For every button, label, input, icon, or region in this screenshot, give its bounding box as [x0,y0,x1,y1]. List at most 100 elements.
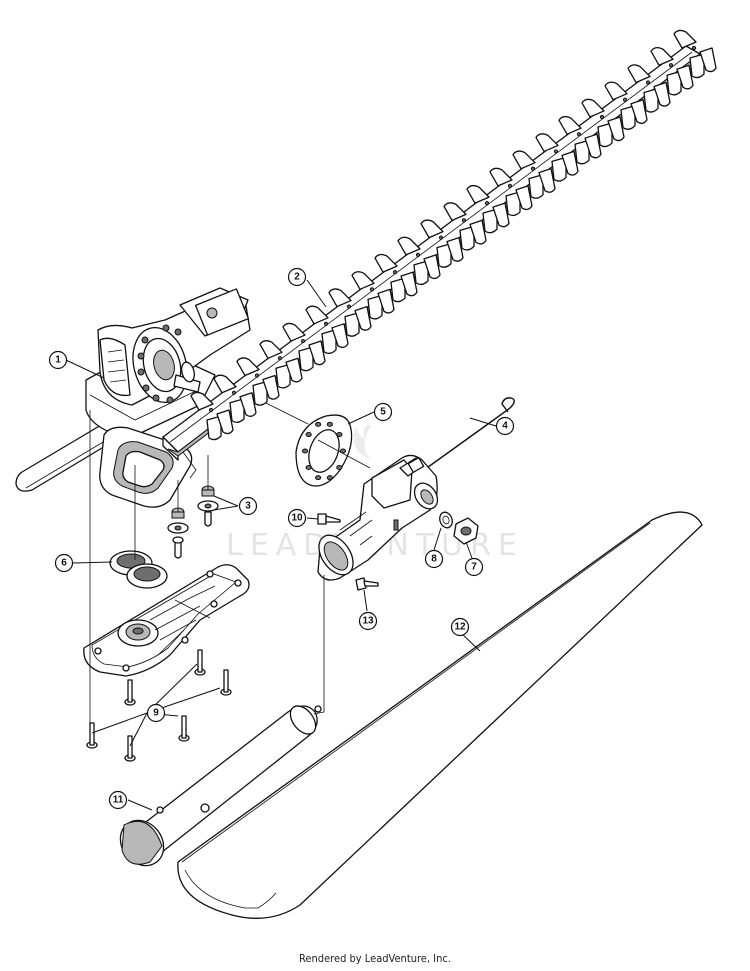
screw-shank [197,649,203,673]
callout-2-label: 2 [294,272,300,283]
plate-hole [301,448,309,454]
blade-tooth-lower [423,254,441,280]
blade-tooth-lower [436,242,452,268]
plate-hole [315,475,322,481]
blade-tooth-upper [489,167,513,187]
callout-4-label: 4 [502,421,508,432]
blade-tooth-lower [262,374,280,400]
plate-hole [305,432,312,438]
blade-tooth-lower [446,236,464,262]
shaft-tube [119,705,322,867]
clamp-housing [317,454,439,581]
blade-tooth-lower [413,260,429,286]
blade-rivet [438,235,444,240]
blade-rivet [530,166,536,171]
blade-tooth-lower [206,415,222,441]
blade-tooth-lower [344,311,360,337]
plate-hole [305,464,312,470]
blade-tooth-upper [259,340,283,359]
callout-13-label: 13 [362,616,374,627]
blade-tooth-lower [653,81,671,107]
blade-tooth-lower [367,294,383,320]
blade-tooth-lower [551,156,567,182]
callout-6-label: 6 [61,558,67,569]
callout-5-label: 5 [380,407,386,418]
callout-9: 9 [146,703,166,723]
blade-tooth-upper [558,115,582,135]
seal-grommets [109,550,168,589]
blade-rivet [668,63,674,68]
blade-tooth-lower [607,116,625,142]
blade-tooth-lower [676,64,694,90]
callout-3: 3 [238,496,258,516]
callout-8-label: 8 [431,554,437,565]
callout-12-label: 12 [454,622,466,633]
blade-rivet [415,252,421,257]
blade-tooth-lower [515,185,533,211]
callout-7-label: 7 [471,562,477,573]
screw-shank [223,669,229,693]
blade-tooth-lower [275,363,291,389]
blade-rivet [553,149,559,154]
blade-tooth-lower [469,219,487,245]
blade-tooth-upper [190,391,214,411]
blade-rivet [622,97,628,102]
blade-tooth-upper [213,374,237,394]
blade-tooth-upper [374,253,398,273]
callout-5: 5 [373,402,393,422]
blade-tooth-lower [354,305,372,331]
blade-tooth-lower [620,105,636,130]
blade-rivet [599,114,605,120]
blade-tooth-lower [584,133,602,159]
blade-rivet [346,304,352,309]
blade-tooth-lower [377,288,395,314]
callout-3-label: 3 [245,501,251,512]
callout-11-label: 11 [113,795,124,806]
callout-12: 12 [450,617,470,637]
callout-1: 1 [48,350,68,370]
bottom-plate [83,564,250,677]
blade-sheath [177,511,703,919]
blade-rivet [254,373,260,378]
blade-tooth-lower [689,53,705,79]
callout-10: 10 [287,508,307,528]
plate-hole [326,421,333,427]
blade-tooth-lower [331,323,349,349]
blade-tooth-lower [285,357,303,383]
screw-shank [181,715,187,739]
blade-tooth-upper [351,271,375,290]
callout-11: 11 [108,790,128,810]
blade-tooth-lower [400,271,418,297]
blade-tooth-lower [298,346,314,372]
blade-tooth-lower [561,150,579,176]
callout-9-label: 9 [153,708,159,719]
blade-tooth-upper [328,288,352,308]
callout-6: 6 [54,553,74,573]
plate-hole [326,475,333,481]
blade-rivet [300,338,306,344]
blade-rivet [484,201,490,206]
blade-tooth-lower [252,380,268,406]
blade-tooth-lower [492,202,510,228]
screws-washers [167,485,219,559]
blade-tooth-lower [699,47,717,73]
callout-13: 13 [358,611,378,631]
plate-hole [339,448,347,454]
footer-credit: Rendered by LeadVenture, Inc. [299,952,451,965]
blade-tooth-upper [650,46,674,66]
blade-rivet [645,80,651,85]
blade-rivet [369,287,375,292]
blade-tooth-upper [443,202,467,222]
blade-tooth-lower [574,139,590,165]
blade-rivet [323,321,329,326]
screw-shank [127,735,133,759]
blade-tooth-lower [321,329,337,355]
screw-shank [89,722,95,746]
blade-tooth-lower [459,225,475,251]
blade-tooth-lower [630,99,648,124]
blade-tooth-lower [390,277,406,303]
blade-rivet [576,132,582,137]
blade-tooth-lower [528,174,544,199]
blade-tooth-upper [581,98,605,118]
